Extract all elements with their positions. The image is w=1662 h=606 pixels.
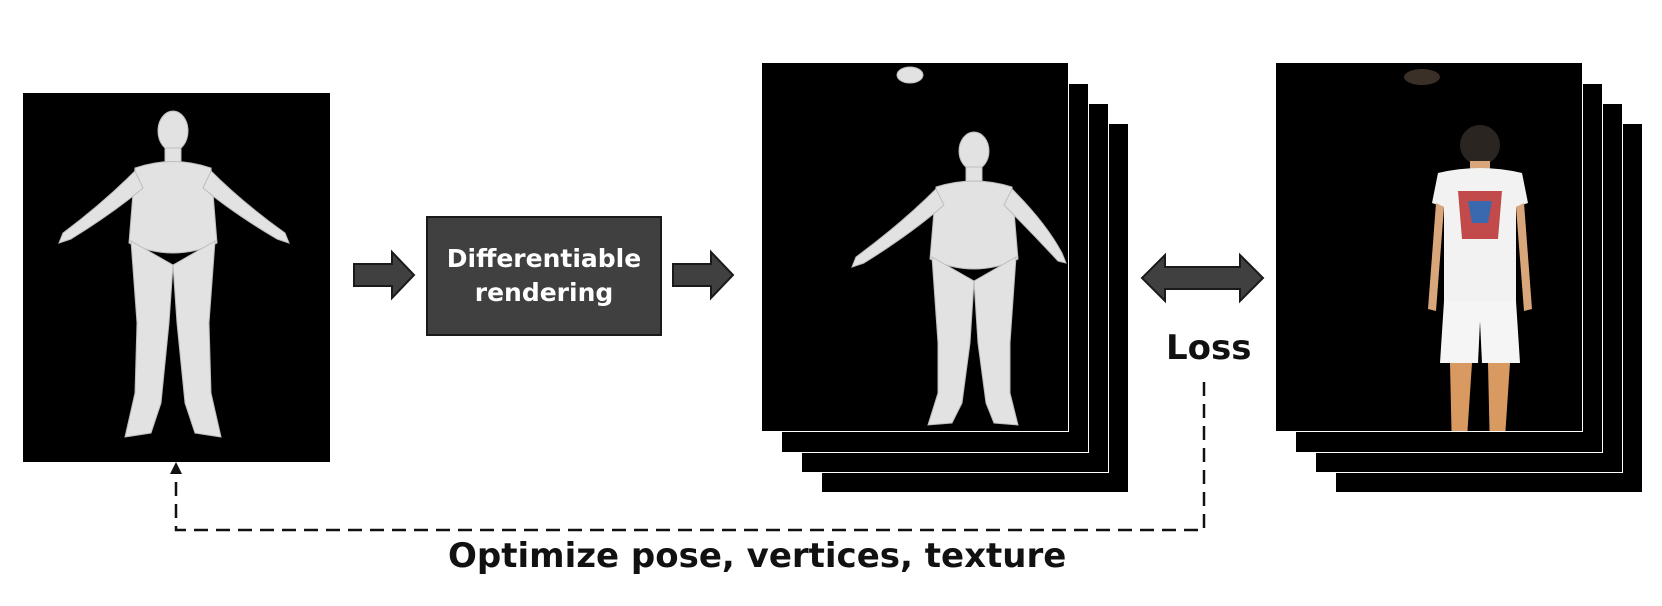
box-label-line1: Differentiable (446, 244, 642, 273)
target-photo-front (1275, 62, 1583, 453)
input-mesh-render (23, 93, 330, 462)
feedback-caption: Optimize pose, vertices, texture (448, 536, 1067, 576)
mannequin-figure (58, 110, 290, 438)
differentiable-rendering-box: Differentiable rendering (426, 216, 662, 336)
feedback-arrowhead (170, 462, 182, 474)
feedback-dashed-line (174, 382, 1206, 532)
arrow-render-to-output (672, 249, 735, 301)
loss-label: Loss (1166, 328, 1252, 368)
box-label-line2: rendering (474, 278, 614, 307)
arrow-mesh-to-render (353, 249, 416, 301)
target-person-figure (1404, 69, 1532, 453)
rendered-image-front (761, 62, 1069, 432)
double-arrow-loss (1140, 252, 1265, 304)
rendered-mannequin-figure (851, 66, 1067, 426)
